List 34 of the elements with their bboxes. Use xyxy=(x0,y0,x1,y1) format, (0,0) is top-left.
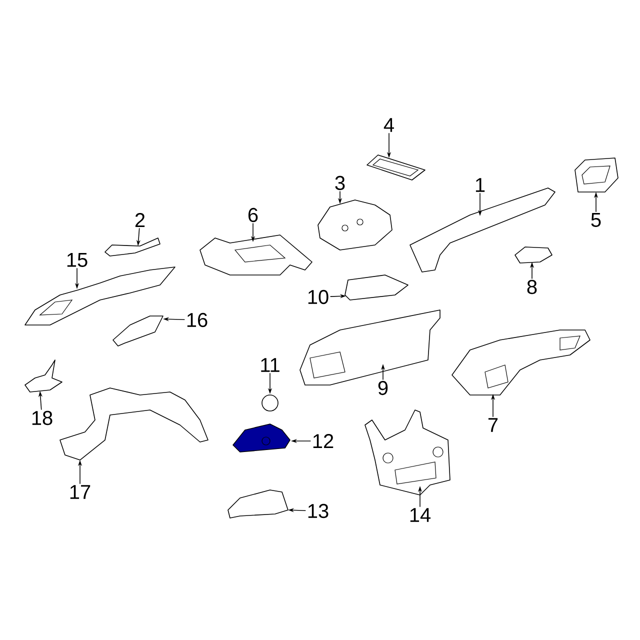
callout-number: 2 xyxy=(135,213,145,227)
cap-drawing xyxy=(514,246,552,264)
clip-drawing xyxy=(262,394,278,412)
cover-drawing xyxy=(344,274,408,300)
callout-number: 8 xyxy=(527,280,537,294)
callout-number: 10 xyxy=(308,290,328,304)
callout-number: 11 xyxy=(261,358,280,372)
callout-number: 15 xyxy=(67,253,88,267)
duct-drawing xyxy=(452,330,590,396)
callout-number: 1 xyxy=(476,178,485,192)
callout-number: 16 xyxy=(187,312,208,328)
vent-drawing xyxy=(574,158,618,192)
trim-strip-drawing xyxy=(104,238,160,256)
bracket-drawing xyxy=(200,234,312,276)
callout-number: 13 xyxy=(308,504,328,518)
cover-drawing xyxy=(228,490,288,518)
bezel-drawing xyxy=(364,410,450,496)
callout-number: 6 xyxy=(248,208,258,222)
callout-number: 3 xyxy=(335,176,345,190)
tray-drawing xyxy=(366,154,426,180)
callout-number: 17 xyxy=(70,485,90,499)
callout-number: 18 xyxy=(32,410,52,426)
callout-number: 5 xyxy=(591,213,601,227)
callout-number: 4 xyxy=(384,118,394,132)
bracket-drawing xyxy=(232,424,290,452)
callout-number: 9 xyxy=(378,380,388,396)
module-drawing xyxy=(318,200,392,250)
cover-drawing xyxy=(112,316,164,346)
callout-number: 7 xyxy=(488,418,498,432)
bracket-drawing xyxy=(24,360,62,392)
duct-drawing xyxy=(60,388,208,460)
callout-number: 14 xyxy=(410,508,431,522)
callout-number: 12 xyxy=(313,434,334,448)
trim-panel-drawing xyxy=(24,266,176,326)
